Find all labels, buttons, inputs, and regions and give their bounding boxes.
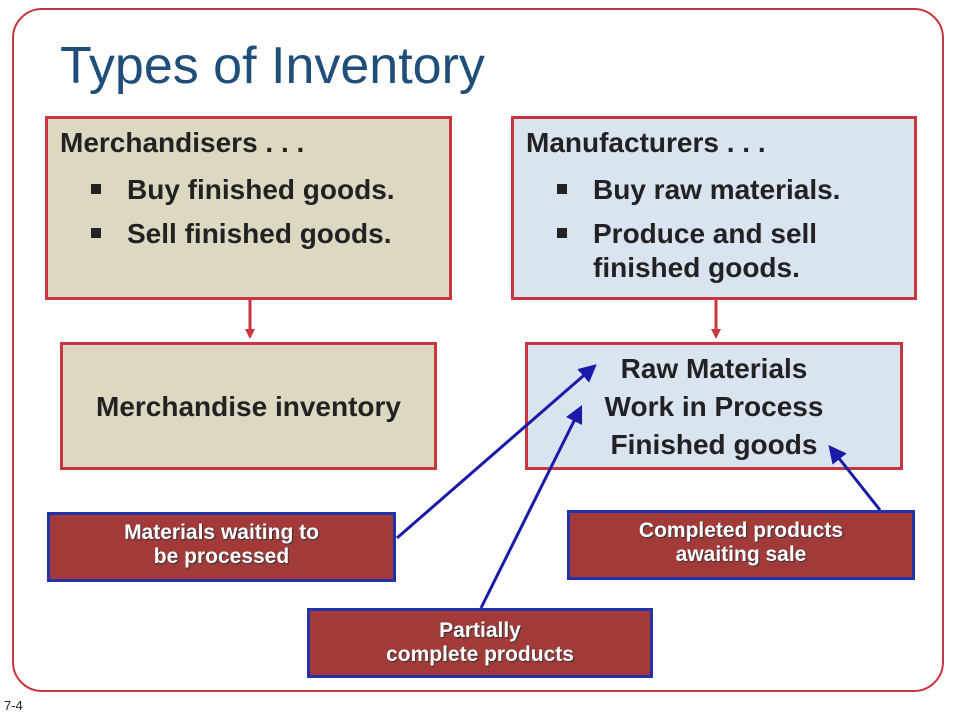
bullet-item: Produce and sell finished goods.: [549, 217, 879, 285]
slide-title: Types of Inventory: [60, 37, 485, 95]
bullet-item: Sell finished goods.: [83, 217, 443, 251]
arrow-work-in-process: [479, 404, 583, 609]
bullet-text: Buy raw materials.: [593, 174, 841, 205]
callout-finished-goods: Completed products awaiting sale: [567, 510, 915, 580]
manufacturers-heading: Manufacturers . . .: [526, 127, 766, 158]
callout-line: be processed: [153, 545, 290, 568]
slide-number: 7-4: [4, 698, 23, 713]
callout-line: Partially: [439, 619, 521, 642]
bullet-square-icon: [557, 228, 567, 238]
callout-line: Completed products: [638, 519, 844, 542]
inventory-work-in-process: Work in Process: [604, 391, 824, 422]
bullet-square-icon: [557, 184, 567, 194]
callout-line: complete products: [386, 643, 574, 666]
merchandisers-bullet-list: Buy finished goods. Sell finished goods.: [83, 173, 443, 261]
bullet-square-icon: [91, 184, 101, 194]
bullet-square-icon: [91, 228, 101, 238]
bullet-item: Buy raw materials.: [549, 173, 879, 207]
arrow-raw-materials: [396, 364, 597, 540]
arrow-finished-goods: [828, 444, 882, 511]
merchandisers-box: Merchandisers . . . Buy finished goods. …: [45, 116, 452, 300]
manufacturer-inventory-box: Raw Materials Work in Process Finished g…: [525, 342, 903, 470]
callout-line: Materials waiting to: [124, 521, 319, 544]
callout-raw-materials: Materials waiting to be processed: [47, 512, 396, 582]
inventory-finished-goods: Finished goods: [610, 429, 818, 460]
bullet-text: Sell finished goods.: [127, 218, 392, 249]
merchandise-inventory-box: Merchandise inventory: [60, 342, 437, 470]
inventory-raw-materials: Raw Materials: [620, 353, 808, 384]
callout-line: awaiting sale: [675, 543, 807, 566]
bullet-item: Buy finished goods.: [83, 173, 443, 207]
bullet-text: Buy finished goods.: [127, 174, 395, 205]
callout-work-in-process: Partially complete products: [307, 608, 653, 678]
manufacturers-box: Manufacturers . . . Buy raw materials. P…: [511, 116, 917, 300]
manufacturers-bullet-list: Buy raw materials. Produce and sell fini…: [549, 173, 879, 295]
bullet-text: Produce and sell finished goods.: [593, 218, 818, 283]
merchandise-inventory-label: Merchandise inventory: [96, 391, 401, 422]
merchandisers-heading: Merchandisers . . .: [60, 127, 305, 158]
